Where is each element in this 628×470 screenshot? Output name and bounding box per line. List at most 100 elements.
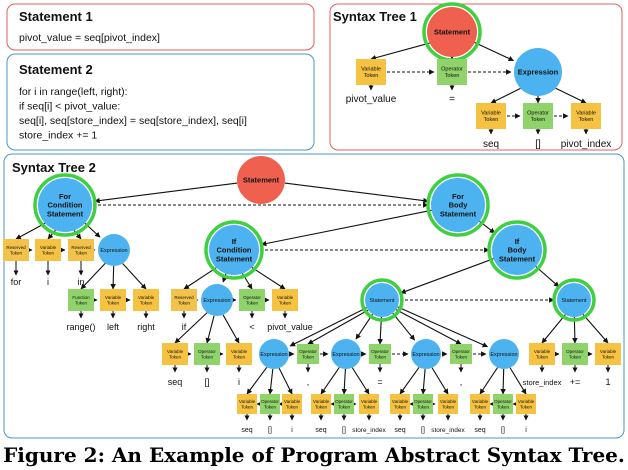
variable-token [516,394,536,414]
variable-token [390,394,410,414]
for-condition-node-highlight [33,173,97,237]
statement2-code-line: seq[i], seq[store_index] = seq[store_ind… [19,115,247,127]
tree1-operator-token [523,103,553,129]
leaf-store-index: store_index [523,378,562,387]
variable-token-label: Token [169,354,182,359]
leaf-brackets: [] [421,427,425,434]
operator-token [493,394,513,414]
leaf-eq: = [377,377,382,387]
variable-token [470,394,490,414]
leaf-range: range() [66,322,95,332]
tree-edge [541,314,566,344]
variable-token-label: Variable [167,349,184,354]
operator-token [297,344,319,364]
tree1-operator-token [437,59,467,85]
expression-node-label: Expression [490,352,517,358]
leaf-right: right [137,322,155,332]
leaf-seq: seq [474,427,485,434]
variable-token [359,394,379,414]
operator-token-label: Token [201,354,214,359]
tree2-statement-node [237,156,285,204]
leaf-store-index: store_index [352,427,386,434]
tree-edge [15,222,46,240]
if-condition-node-label: If [232,237,237,246]
reserved-token [171,289,197,311]
tree-edge [395,309,462,345]
operator-token [260,394,280,414]
variable-token-label: Token [394,404,407,409]
operator-token-label: Operator [243,295,261,300]
expression-node [201,284,233,316]
variable-token-label: Token [315,404,328,409]
variable-token-label: Variable [600,349,617,354]
leaf-i: i [525,427,527,434]
tree1-variable-token-label: Token [484,117,499,123]
tree1-leaf-brackets: [] [535,139,541,150]
variable-token-label: Token [279,300,292,305]
variable-token-label: Token [42,250,55,255]
operator-token-label: Token [246,300,259,305]
tree-edge [351,367,370,395]
variable-token-label: Token [602,354,615,359]
variable-token [311,394,331,414]
tree-edge [420,368,427,395]
tree-edge [474,42,515,62]
tree-edge [260,209,432,247]
tree-edge [267,368,274,395]
variable-token-label: Token [107,300,120,305]
if-condition-node-highlight [204,220,264,280]
tree1-leaf-pivot-value: pivot_value [346,94,397,105]
operator-token-label: Token [374,354,387,359]
leaf-brackets: [] [268,427,272,434]
leaf-comma: , [460,377,463,387]
tree1-variable-token [571,103,601,129]
variable-token [438,394,458,414]
tree-edge [183,267,217,290]
operator-token [334,394,354,414]
operator-token [369,344,391,364]
leaf-in: in [77,277,84,287]
tree-edge [355,313,374,340]
function-token-label: Token [75,300,88,305]
reserved-token-label: Token [10,250,23,255]
variable-token [595,343,621,365]
for-body-node-highlight [426,173,490,237]
variable-token-label: Token [520,404,533,409]
tree1-panel-title: Syntax Tree 1 [333,9,417,24]
statement-node-highlight [360,278,404,322]
for-condition-node-label: Statement [47,209,84,218]
tree-edge [500,368,506,395]
variable-token-label: Token [233,354,246,359]
tree1-leaf-pivot-index: pivot_index [561,139,612,150]
tree2-panel-title: Syntax Tree 2 [12,160,96,175]
variable-token-label: Token [241,404,254,409]
leaf-if: if [182,322,187,332]
variable-token-label: Variable [284,399,301,404]
if-condition-node-label: Statement [216,254,253,263]
if-body-node-label: Body [508,246,528,255]
variable-token [282,394,302,414]
operator-token [562,343,588,365]
tree-edge [278,367,293,395]
tree-edge [205,315,215,344]
tree1-leaf-eq: = [449,94,455,105]
variable-token-label: Token [442,404,455,409]
variable-token [272,289,298,311]
tree-edge [535,266,560,288]
tree1-operator-token-label: Operator [527,111,549,117]
reserved-token-label: Token [178,300,191,305]
variable-token-label: Variable [313,399,330,404]
operator-token-label: Operator [371,349,389,354]
expression-node-label: Expression [412,352,439,358]
for-condition-node-label: For [59,192,71,201]
leaf-brackets: [] [204,377,209,387]
variable-token-label: Variable [361,399,378,404]
tree-edge [555,87,587,104]
variable-token-label: Variable [518,399,535,404]
expression-node-label: Expression [100,248,127,254]
variable-token-label: Token [536,354,549,359]
variable-token [226,343,252,365]
for-condition-node [38,178,92,232]
leaf-pluseq: += [570,377,581,387]
tree1-operator-token-label: Token [531,117,546,123]
